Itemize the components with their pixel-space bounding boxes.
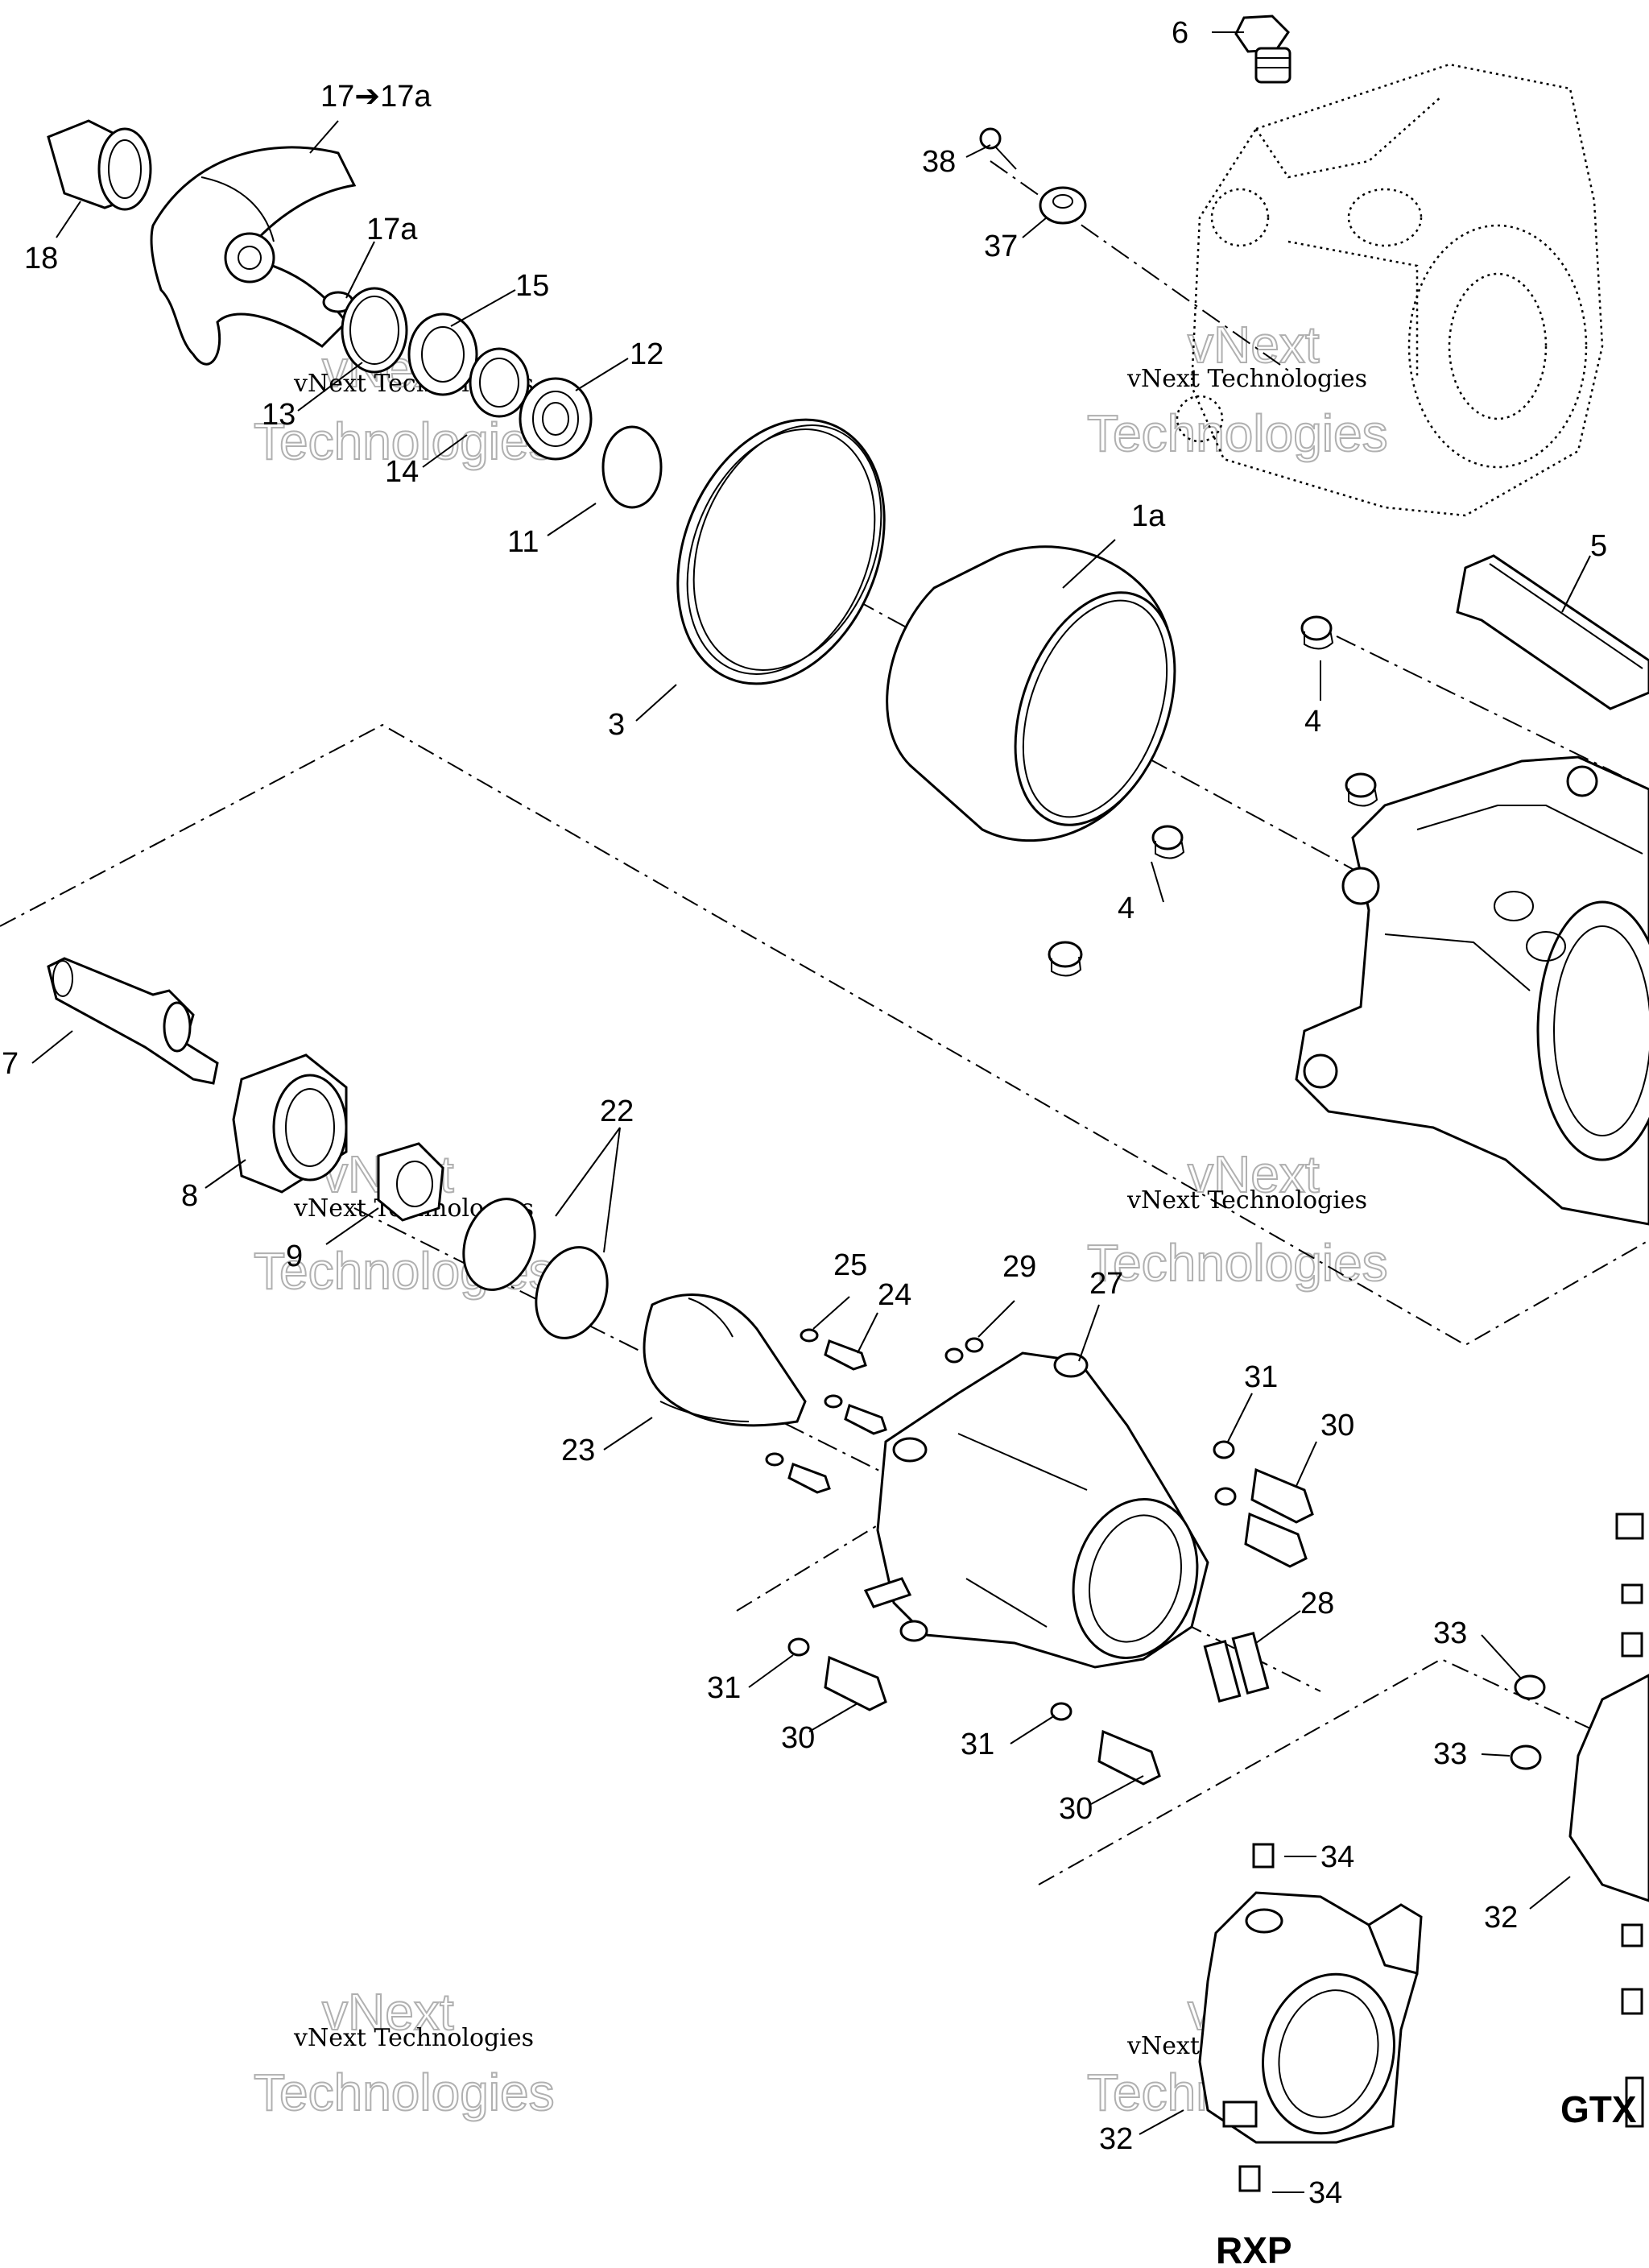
- watermark-top-right: vNext vNext Technologies Technologies: [1086, 315, 1389, 463]
- callout-37: 37: [984, 230, 1018, 263]
- part-27-venturi: [863, 1351, 1209, 1669]
- watermark-company-text: vNext Technologies: [293, 2024, 534, 2052]
- callout-30-lower: 30: [1059, 1792, 1093, 1826]
- part-37-plug: [1039, 186, 1087, 225]
- callout-1a: 1a: [1131, 499, 1166, 533]
- steering-nozzle-boundary: [1038, 1658, 1649, 1885]
- watermark-company-text: vNext Technologies: [1126, 1186, 1367, 1215]
- callout-32-rxp: 32: [1099, 2122, 1133, 2156]
- callout-29: 29: [1002, 1250, 1036, 1284]
- callout-31-upper: 31: [1244, 1360, 1278, 1394]
- part-1a-wear-ring: [886, 545, 1176, 842]
- part-15-seal: [407, 312, 478, 396]
- part-11-o-ring: [601, 425, 663, 509]
- part-30-bolts: [824, 1467, 1314, 1786]
- callout-34-lower: 34: [1308, 2176, 1342, 2210]
- part-4-bushing-d: [1048, 941, 1083, 977]
- callout-28: 28: [1300, 1587, 1334, 1620]
- callout-8: 8: [181, 1179, 198, 1213]
- part-12-bearing: [519, 377, 593, 461]
- callout-30-left: 30: [781, 1721, 815, 1755]
- shaft-assembly-boundary: [0, 723, 1649, 1347]
- watermark-technologies-text: Technologies: [1087, 404, 1388, 462]
- part-34-screws: [1238, 1843, 1275, 2192]
- gtx-steering-nozzle: [1568, 1513, 1649, 2128]
- callout-11: 11: [507, 525, 539, 559]
- watermark-vnext-text: vNext: [1188, 316, 1320, 374]
- variant-label-rxp: RXP: [1216, 2229, 1292, 2268]
- part-33-bushings: [1510, 1674, 1546, 1770]
- callout-9: 9: [286, 1240, 303, 1273]
- part-6-oil-cap: [1234, 14, 1292, 84]
- callout-6: 6: [1172, 16, 1188, 50]
- callout-22: 22: [600, 1095, 634, 1128]
- callout-27: 27: [1089, 1267, 1123, 1301]
- part-4-bushing-a: [1300, 615, 1334, 650]
- callout-38: 38: [922, 145, 956, 179]
- part-17-impeller: [150, 146, 357, 366]
- part-7-drive-shaft: [47, 957, 219, 1085]
- part-4-bushing-b: [1345, 772, 1378, 807]
- part-22-o-rings: [462, 1198, 609, 1339]
- callout-30-upper: 30: [1320, 1409, 1354, 1442]
- part-13-circlip: [341, 287, 408, 374]
- callout-17-to-17a: 17➔17a: [320, 80, 432, 114]
- watermark-technologies-text: Technologies: [254, 412, 555, 470]
- callout-4-lower: 4: [1118, 892, 1134, 925]
- part-4-bushing-c: [1151, 825, 1185, 859]
- callout-12: 12: [630, 337, 663, 371]
- callout-7: 7: [2, 1047, 19, 1081]
- watermark-vnext-text: vNext: [322, 1983, 454, 2041]
- callout-14: 14: [385, 455, 419, 489]
- callout-17a: 17a: [366, 213, 418, 246]
- callout-3: 3: [608, 708, 625, 742]
- oil-cap-axis-line: [990, 160, 1289, 371]
- callout-13: 13: [262, 398, 295, 432]
- pump-housing-solid: [1295, 755, 1649, 1226]
- callout-25: 25: [833, 1248, 867, 1282]
- pump-housing-dotted: [1176, 63, 1604, 517]
- callout-24: 24: [878, 1278, 911, 1312]
- callout-4-upper: 4: [1304, 705, 1321, 739]
- watermark-bottom-left: vNext vNext Technologies Technologies: [253, 1982, 556, 2122]
- callout-31-lower: 31: [961, 1728, 994, 1761]
- callout-31-left: 31: [707, 1671, 741, 1705]
- callout-33-lower: 33: [1433, 1737, 1467, 1771]
- watermark-technologies-text: Technologies: [1087, 1234, 1388, 1292]
- part-31-washers: [787, 1440, 1237, 1721]
- part-23-cone: [643, 1293, 807, 1427]
- part-3-large-o-ring: [676, 418, 886, 685]
- callout-15: 15: [515, 269, 549, 303]
- variant-label-gtx: GTX: [1560, 2088, 1637, 2130]
- part-28-connector: [1203, 1631, 1270, 1703]
- callout-5: 5: [1590, 529, 1607, 563]
- callout-32-gtx: 32: [1484, 1901, 1518, 1935]
- part-18-impeller-cap: [47, 119, 152, 211]
- part-8-bearing-housing: [232, 1053, 348, 1194]
- callout-33-upper: 33: [1433, 1616, 1467, 1650]
- watermark-company-text: vNext Technologies: [1126, 365, 1367, 393]
- callout-23: 23: [561, 1434, 595, 1467]
- part-9-nut: [377, 1142, 444, 1222]
- watermark-technologies-text: Technologies: [254, 2063, 555, 2121]
- callout-18: 18: [24, 242, 58, 275]
- watermark-vnext-text: vNext: [1188, 1145, 1320, 1203]
- part-5-support-bracket: [1456, 554, 1649, 710]
- callout-34-upper: 34: [1320, 1840, 1354, 1874]
- part-38-pin: [979, 127, 1017, 170]
- rxp-steering-nozzle: [1198, 1891, 1423, 2144]
- part-29-o-rings: [944, 1337, 984, 1364]
- watermark-mid-right: vNext vNext Technologies Technologies: [1086, 1144, 1389, 1293]
- part-14-spacer: [469, 347, 530, 418]
- part-25-washers: [765, 1328, 843, 1467]
- callout-labels: 6 17➔17a 38 18 37 17a 15 12 13 14 11 1a …: [2, 16, 1607, 2210]
- part-24-screws: [787, 1339, 887, 1494]
- leader-lines: [31, 31, 1591, 2193]
